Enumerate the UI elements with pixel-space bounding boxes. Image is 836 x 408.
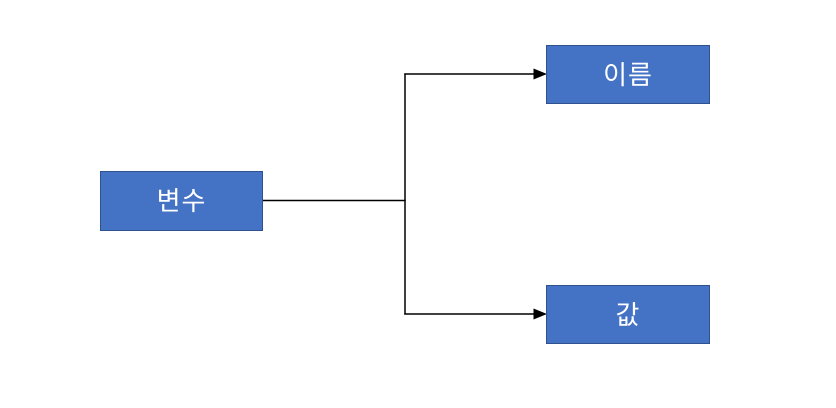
arrowhead-value (533, 308, 547, 320)
node-value-label: 값 (615, 299, 641, 330)
node-variable: 변수 (100, 171, 263, 231)
node-variable-label: 변수 (156, 186, 207, 216)
node-name: 이름 (546, 45, 710, 104)
node-value: 값 (546, 285, 710, 344)
node-name-label: 이름 (603, 59, 653, 90)
arrowhead-name (533, 68, 547, 80)
